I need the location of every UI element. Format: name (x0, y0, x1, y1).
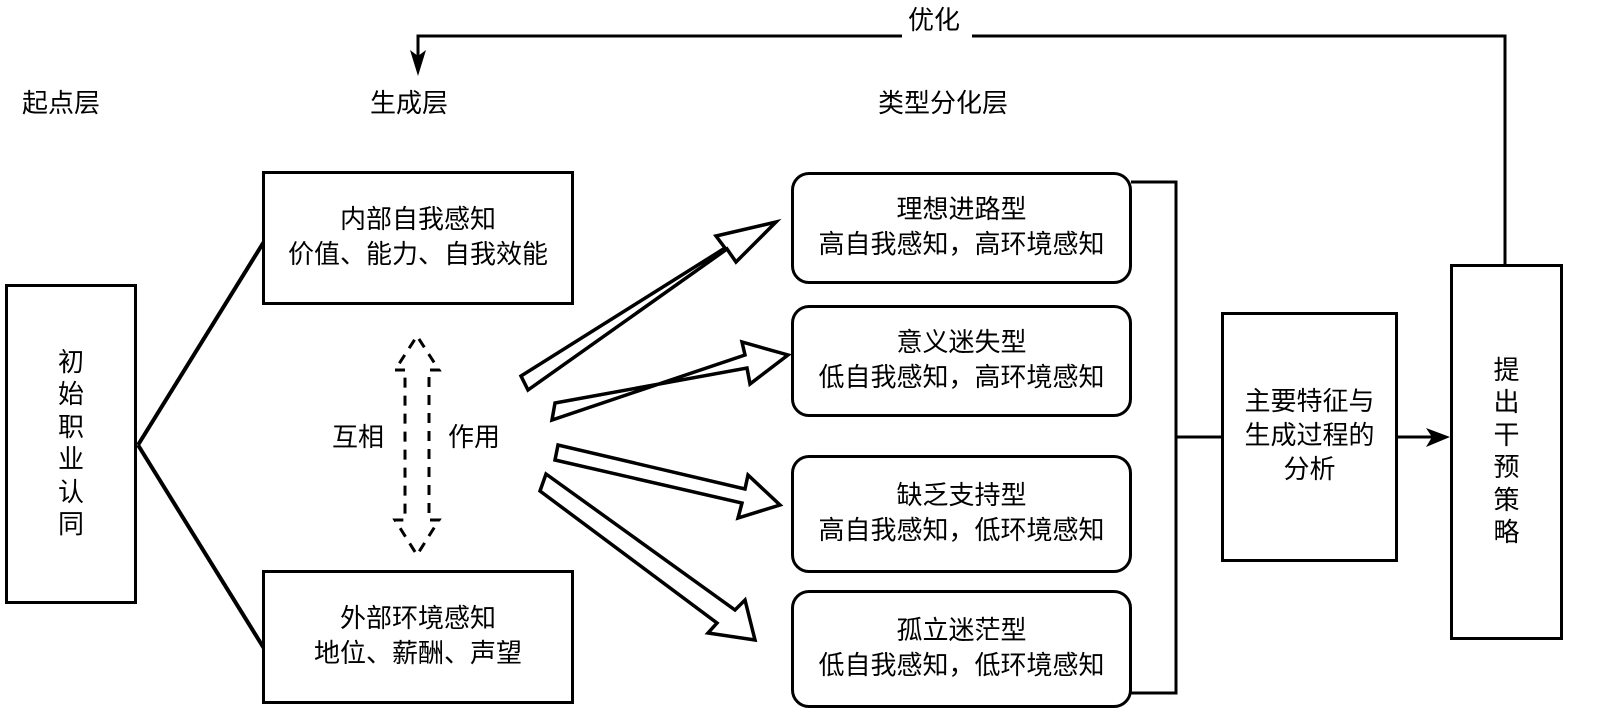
type-desc: 高自我感知，高环境感知 (818, 230, 1105, 260)
type-name: 理想进路型 (896, 194, 1027, 225)
vertical-char: 职 (57, 412, 84, 443)
mutual-interaction-arrow (392, 333, 442, 558)
type-desc: 低自我感知，低环境感知 (818, 651, 1105, 681)
vertical-char: 策 (1493, 485, 1520, 516)
vertical-char: 略 (1493, 518, 1520, 548)
layer-label-differentiation: 类型分化层 (878, 89, 1009, 119)
block-arrow-to-type-3 (552, 442, 784, 521)
analysis-line: 分析 (1283, 454, 1336, 485)
start-box-text: 初始职业认同 (58, 347, 84, 542)
internal-perception-box: 内部自我感知 价值、能力、自我效能 (262, 171, 574, 305)
type-box-meaning-lost: 意义迷失型 低自我感知，高环境感知 (791, 305, 1132, 417)
analysis-box: 主要特征与 生成过程的 分析 (1221, 312, 1398, 562)
arrowhead-feedback (410, 50, 426, 76)
connector-start-internal (136, 238, 267, 447)
vertical-char: 始 (57, 380, 84, 410)
feedback-label: 优化 (908, 6, 961, 36)
vertical-char: 提 (1493, 355, 1520, 386)
internal-perception-detail: 价值、能力、自我效能 (287, 240, 548, 270)
external-perception-detail: 地位、薪酬、声望 (313, 639, 522, 669)
type-name: 孤立迷茫型 (896, 615, 1027, 646)
vertical-char: 干 (1493, 420, 1520, 451)
type-box-ideal: 理想进路型 高自我感知，高环境感知 (791, 172, 1132, 284)
analysis-line: 主要特征与 (1244, 387, 1375, 418)
layer-label-generation: 生成层 (370, 89, 449, 119)
types-bracket (1131, 180, 1178, 695)
block-arrow-to-type-4 (537, 471, 758, 643)
external-perception-title: 外部环境感知 (339, 603, 496, 634)
type-desc: 高自我感知，低环境感知 (818, 516, 1105, 546)
type-box-lack-support: 缺乏支持型 高自我感知，低环境感知 (791, 455, 1132, 573)
external-perception-box: 外部环境感知 地位、薪酬、声望 (262, 570, 574, 704)
start-box: 初始职业认同 (5, 284, 137, 604)
block-arrow-to-type-1 (518, 218, 782, 393)
analysis-line: 生成过程的 (1244, 421, 1375, 452)
block-arrow-to-type-2 (549, 339, 792, 423)
strategy-box-text: 提出干预策略 (1493, 355, 1519, 550)
interaction-label-left: 互相 (332, 423, 385, 453)
strategy-box: 提出干预策略 (1450, 264, 1563, 640)
interaction-label-right: 作用 (448, 423, 501, 453)
vertical-char: 预 (1493, 453, 1520, 483)
arrowhead-to-strategy (1426, 428, 1450, 447)
layer-label-start: 起点层 (22, 89, 101, 119)
type-name: 缺乏支持型 (896, 480, 1027, 511)
internal-perception-title: 内部自我感知 (339, 204, 496, 235)
vertical-char: 业 (57, 445, 84, 475)
connector-start-external (136, 443, 267, 652)
type-name: 意义迷失型 (896, 327, 1027, 358)
vertical-char: 同 (57, 510, 84, 540)
vertical-char: 出 (1493, 388, 1520, 418)
type-box-isolated: 孤立迷茫型 低自我感知，低环境感知 (791, 590, 1132, 708)
type-desc: 低自我感知，高环境感知 (818, 363, 1105, 393)
vertical-char: 认 (57, 477, 84, 508)
vertical-char: 初 (57, 347, 84, 378)
